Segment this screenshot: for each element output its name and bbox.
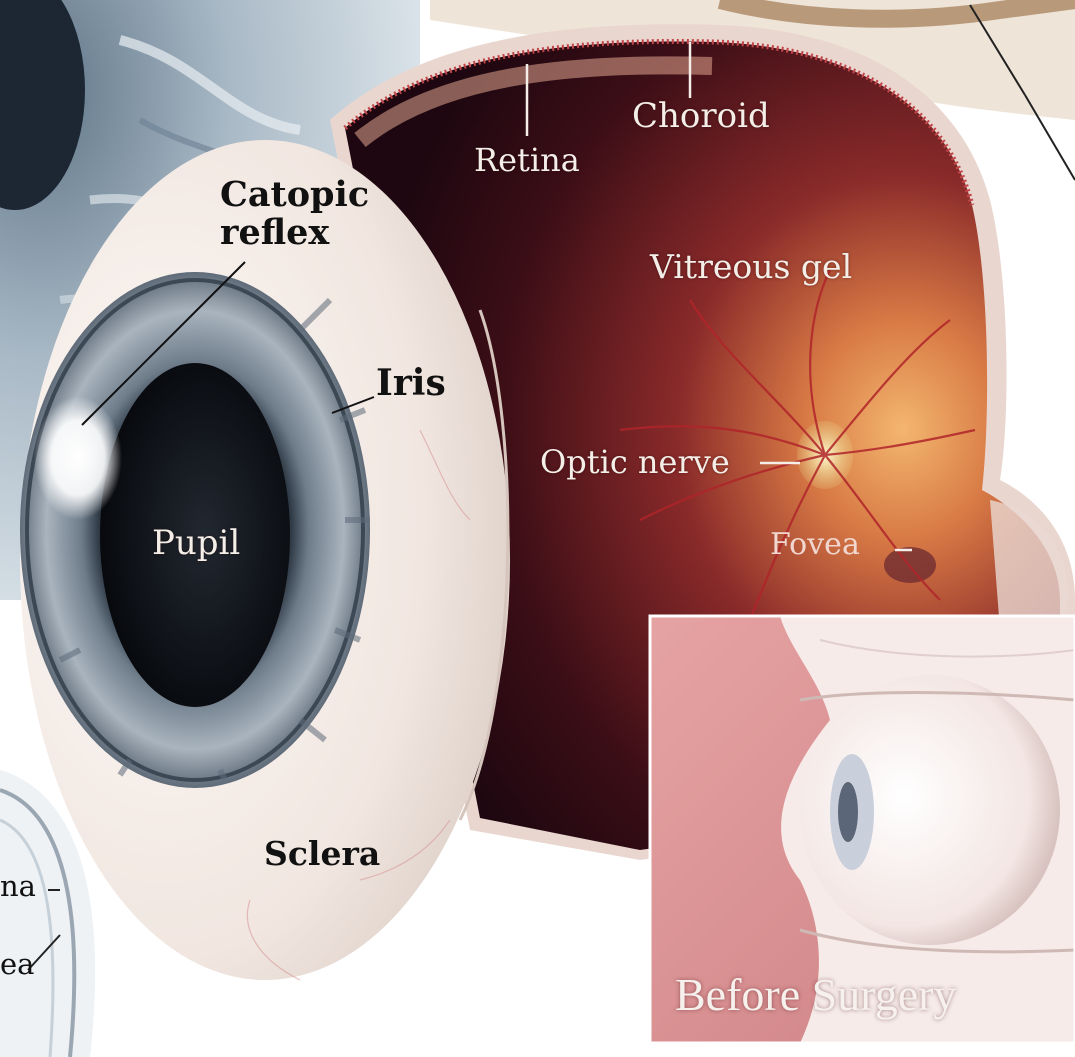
vitreous-gel-label: Vitreous gel bbox=[650, 250, 852, 283]
catopic-reflex-highlight bbox=[34, 396, 122, 520]
catopic-reflex-label: Catopic reflex bbox=[220, 176, 369, 252]
sclera-label: Sclera bbox=[264, 837, 380, 870]
partial-fovea-label: ea bbox=[0, 950, 34, 979]
choroid-label: Choroid bbox=[632, 99, 770, 133]
partial-retina-label: na bbox=[0, 872, 36, 901]
fovea-label: Fovea bbox=[770, 530, 860, 560]
catopic-reflex-label-line2: reflex bbox=[220, 214, 369, 252]
iris-label: Iris bbox=[376, 365, 446, 401]
before-surgery-caption: Before Surgery bbox=[675, 972, 956, 1018]
pupil-label: Pupil bbox=[152, 526, 240, 560]
optic-nerve-label: Optic nerve bbox=[540, 446, 730, 478]
retina-label: Retina bbox=[474, 144, 580, 176]
catopic-reflex-label-line1: Catopic bbox=[220, 176, 369, 214]
